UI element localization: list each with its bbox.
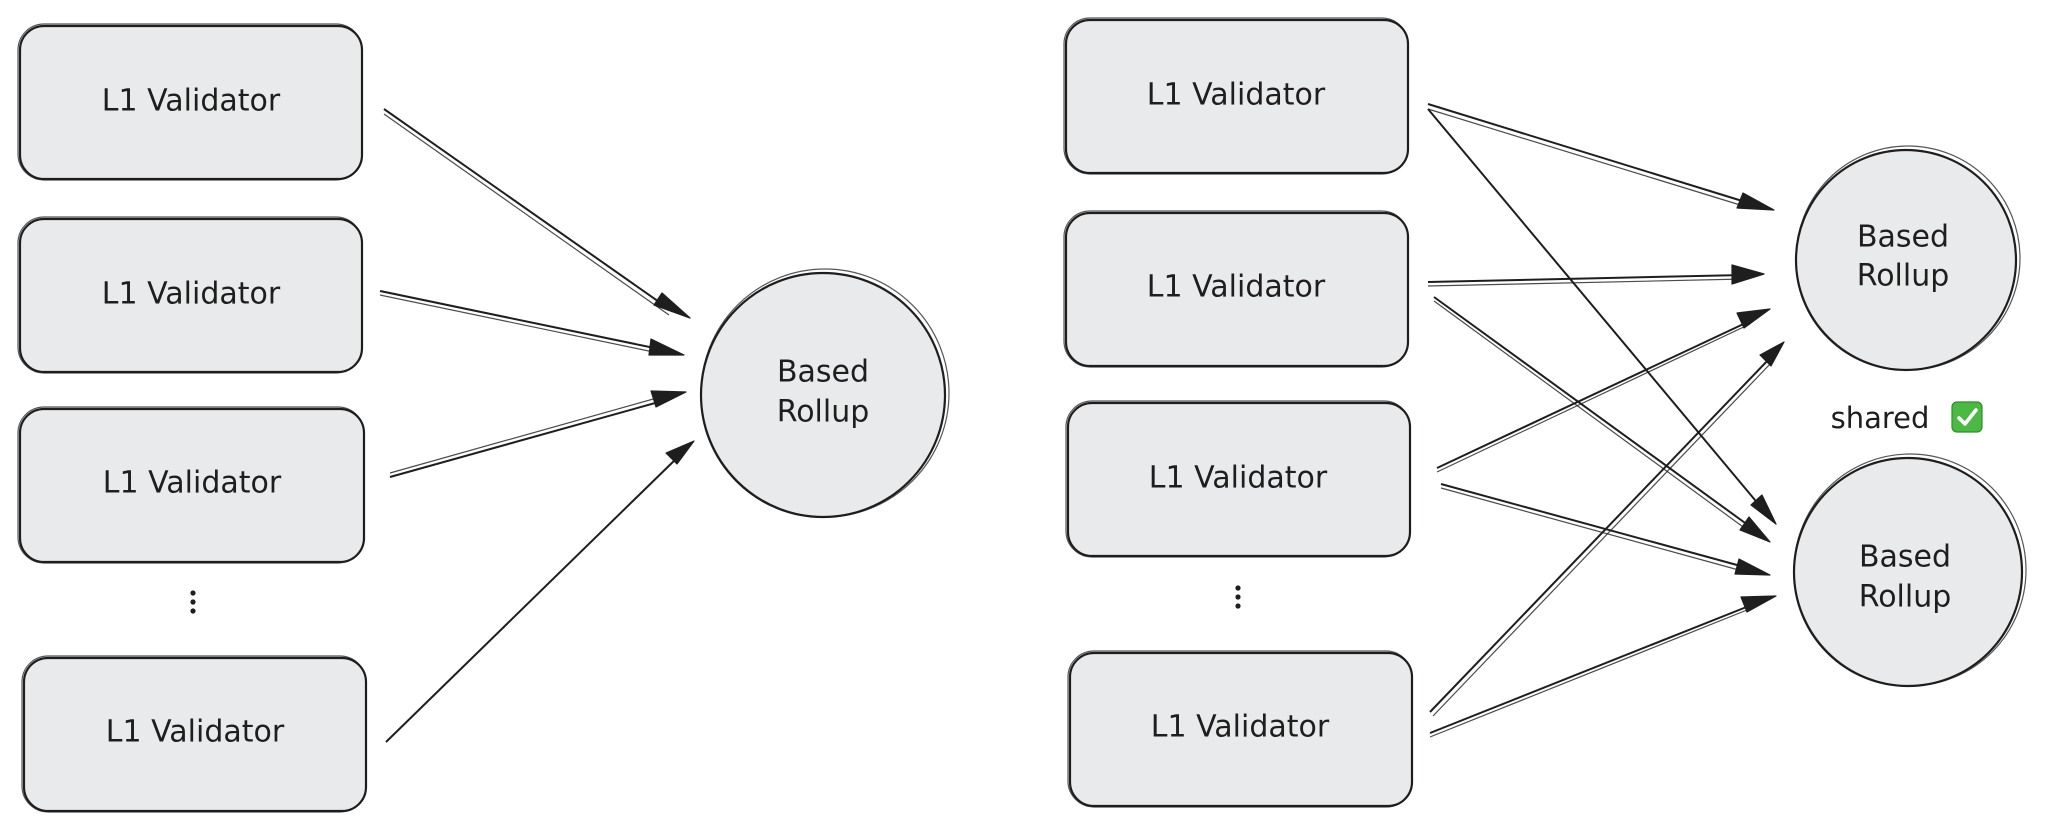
right-rollup-top-label-line1: Based (1857, 220, 1949, 255)
left-validator-label: L1 Validator (102, 84, 281, 119)
right-rollup-top-label-line2: Rollup (1857, 259, 1950, 294)
right-validator-label: L1 Validator (1147, 270, 1326, 305)
shared-indicator: shared (1831, 401, 1983, 435)
left-diagram: L1 Validator L1 Validator L1 Validator L… (17, 23, 950, 813)
right-validator-node: L1 Validator (1063, 17, 1410, 175)
arrow (1427, 103, 1775, 211)
left-rollup-label-line1: Based (777, 355, 869, 390)
left-validator-node: L1 Validator (17, 406, 366, 564)
right-arrows (1427, 103, 1785, 738)
arrow (379, 290, 685, 356)
left-rollup-label-line2: Rollup (777, 395, 870, 430)
arrow (1433, 296, 1771, 543)
left-validator-label: L1 Validator (102, 277, 281, 312)
right-based-rollup-node-top: Based Rollup (1794, 145, 2021, 372)
arrow (385, 440, 695, 743)
arrow (1436, 308, 1771, 473)
arrow (1427, 108, 1777, 525)
right-rollup-bottom-label-line1: Based (1859, 540, 1951, 575)
left-validator-node: L1 Validator (21, 655, 368, 813)
left-validator-label: L1 Validator (106, 715, 285, 750)
left-validator-node: L1 Validator (17, 216, 364, 374)
right-validator-label: L1 Validator (1147, 78, 1326, 113)
check-mark-icon (1951, 401, 1983, 433)
right-validator-label: L1 Validator (1151, 710, 1330, 745)
left-arrows (379, 108, 695, 743)
arrow (1429, 341, 1785, 717)
left-validator-label: L1 Validator (103, 466, 282, 501)
shared-label: shared (1831, 401, 1930, 435)
right-diagram: L1 Validator L1 Validator L1 Validator L… (1063, 17, 2027, 808)
right-validator-node: L1 Validator (1063, 210, 1410, 368)
left-validator-node: L1 Validator (17, 23, 364, 181)
right-based-rollup-node-bottom: Based Rollup (1792, 453, 2027, 688)
left-ellipsis-icon (190, 590, 196, 614)
right-validator-node: L1 Validator (1065, 400, 1412, 558)
right-validator-label: L1 Validator (1149, 461, 1328, 496)
left-based-rollup-node: Based Rollup (699, 268, 950, 519)
right-rollup-bottom-label-line2: Rollup (1859, 580, 1952, 615)
arrow (1429, 595, 1777, 738)
right-ellipsis-icon (1235, 585, 1241, 609)
arrow (383, 108, 691, 319)
arrow (389, 390, 687, 478)
arrow (1427, 264, 1765, 287)
right-validator-node: L1 Validator (1067, 650, 1414, 808)
arrow (1440, 483, 1771, 576)
